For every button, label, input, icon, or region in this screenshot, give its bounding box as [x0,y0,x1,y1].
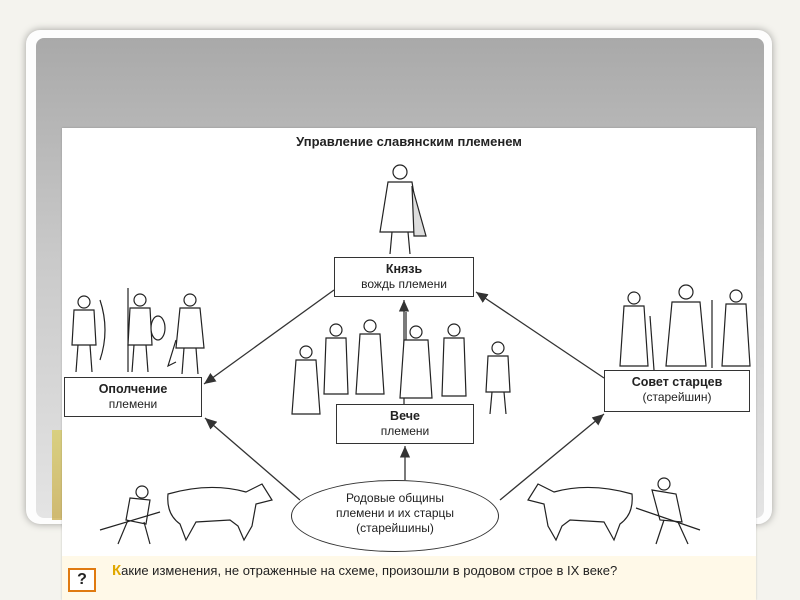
node-militia: Ополчение племени [64,377,202,417]
node-militia-subtitle: племени [108,397,158,411]
node-clans-line3: (старейшины) [356,521,434,535]
militia-figures [71,288,205,375]
question-strip [62,556,756,600]
node-clans-line1: Родовые общины [346,491,444,505]
diagram-title: Управление славянским племенем [296,134,522,149]
node-council: Совет старцев (старейшин) [604,370,750,412]
node-veche: Вече племени [336,404,474,444]
node-council-subtitle: (старейшин) [642,390,712,404]
arrow-prince-to-militia [203,289,335,385]
node-veche-subtitle: племени [380,424,430,438]
arrow-council-to-prince [475,291,605,379]
node-prince: Князь вождь племени [334,257,474,297]
question-icon: ? [68,568,96,592]
question-text: Какие изменения, не отраженные на схеме,… [112,562,618,579]
arrow-clans-to-council [499,413,605,501]
prince-figure [379,164,427,255]
question-first-letter: К [112,562,122,579]
veche-crowd-figures [291,312,511,415]
node-clans: Родовые общины племени и их старцы (стар… [291,480,499,552]
node-clans-line2: племени и их старцы [335,506,455,520]
arrow-clans-to-militia [204,417,301,501]
plough-scene-left [99,483,273,545]
node-militia-title: Ополчение [98,382,168,396]
node-prince-title: Князь [385,262,423,276]
node-council-title: Совет старцев [631,375,723,389]
node-veche-title: Вече [390,409,420,423]
council-figures [619,284,751,371]
plough-scene-right [527,477,701,545]
node-prince-subtitle: вождь племени [361,277,447,291]
